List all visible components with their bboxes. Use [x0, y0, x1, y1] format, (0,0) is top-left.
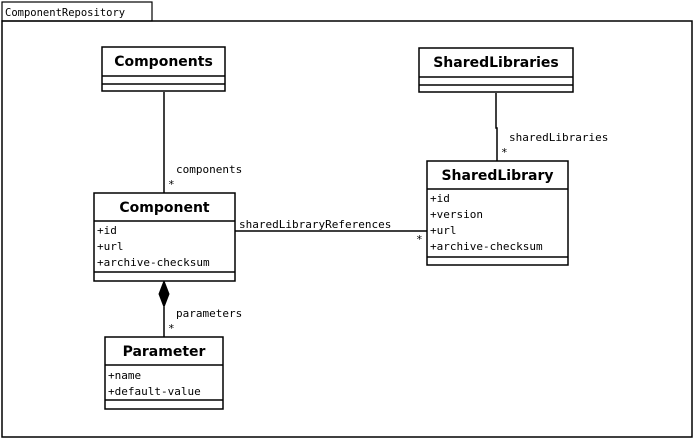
class-components: Components — [101, 46, 226, 92]
class-name: Components — [114, 54, 213, 70]
class-attribute: +url — [97, 240, 124, 253]
class-attribute: +version — [430, 208, 483, 221]
class-name: SharedLibrary — [441, 168, 553, 184]
class-attribute: +default-value — [108, 385, 201, 398]
class-attribute: +archive-checksum — [97, 256, 210, 269]
class-box — [426, 160, 569, 266]
class-sharedlibrary: SharedLibrary +id +version +url +archive… — [426, 160, 569, 266]
parameters-multiplicity: * — [168, 322, 175, 335]
class-name: Parameter — [123, 344, 206, 360]
connectors — [163, 92, 498, 337]
shared-library-references-label: sharedLibraryReferences — [239, 218, 391, 231]
composition-diamond-icon — [158, 279, 170, 309]
class-attribute: +id — [97, 224, 117, 237]
shared-libraries-association-line — [495, 93, 498, 161]
class-component: Component +id +url +archive-checksum — [93, 192, 236, 282]
class-box — [104, 336, 224, 410]
shared-library-references-multiplicity: * — [416, 233, 423, 246]
package-frame — [1, 20, 693, 438]
components-association-label: components — [176, 163, 242, 176]
shared-libraries-association-label: sharedLibraries — [509, 131, 608, 144]
class-attribute: +id — [430, 192, 450, 205]
components-multiplicity: * — [168, 178, 175, 191]
class-name: SharedLibraries — [433, 55, 559, 71]
parameters-association-label: parameters — [176, 307, 242, 320]
shared-libraries-multiplicity: * — [501, 146, 508, 159]
class-box — [93, 192, 236, 282]
package-name: ComponentRepository — [5, 7, 125, 19]
class-attribute: +url — [430, 224, 457, 237]
class-name: Component — [119, 200, 210, 216]
class-parameter: Parameter +name +default-value — [104, 336, 224, 410]
class-attribute: +archive-checksum — [430, 240, 543, 253]
class-sharedlibraries: SharedLibraries — [418, 47, 574, 93]
class-attribute: +name — [108, 369, 141, 382]
